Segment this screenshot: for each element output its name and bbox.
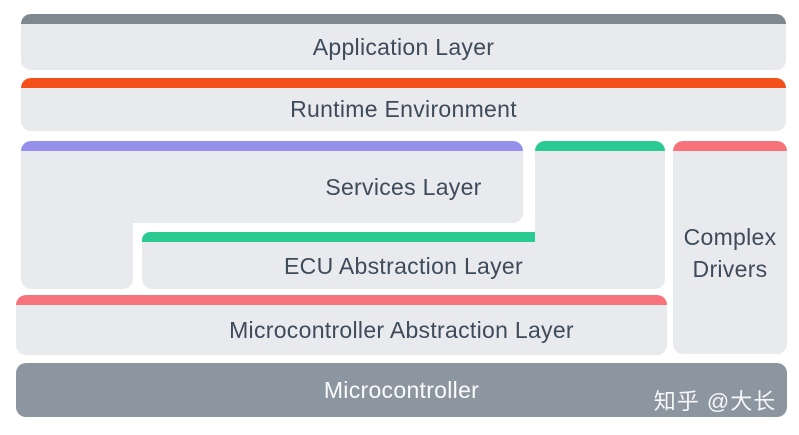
application-layer-block <box>21 14 786 70</box>
services-layer-block <box>21 141 523 223</box>
runtime-environment-block <box>21 78 786 131</box>
mcal-block <box>16 295 667 355</box>
complex-drivers-label: Complex Drivers <box>683 223 777 282</box>
ecu-abstraction-layer-block <box>142 242 665 289</box>
ecu-abstraction-right-column <box>535 141 665 242</box>
services-layer-left-leg <box>21 223 133 289</box>
complex-drivers-block: Complex Drivers <box>673 141 787 354</box>
ecu-abstraction-accent-bar <box>142 232 535 242</box>
microcontroller-block <box>16 363 787 417</box>
